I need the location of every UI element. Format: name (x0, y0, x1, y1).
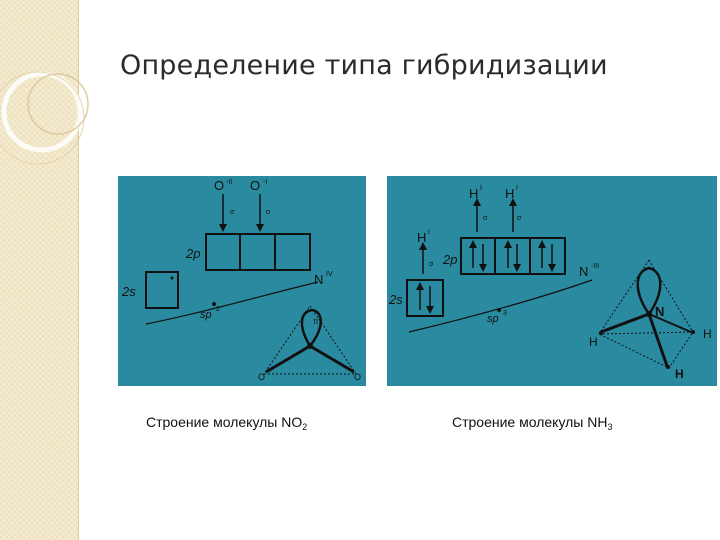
hybrid-power: 2 (216, 306, 220, 313)
decorative-rings (0, 71, 89, 165)
no2-orbital-diagram: O -II O -I σ σ 2p 2s N IV sp 2 π O O (118, 176, 366, 386)
lone-pair-label: π (313, 317, 319, 326)
atom-n-charge: IV (326, 271, 333, 278)
atom-n-label: N (314, 272, 323, 287)
orbital-2s-box (406, 279, 444, 317)
hybrid-label: sp (200, 309, 212, 321)
orbital-2p-label: 2p (442, 252, 457, 267)
h-label-3: H (417, 230, 426, 245)
o-bottom-right: O (354, 372, 361, 382)
hybrid-power: 3 (503, 310, 507, 317)
o-bottom-left: O (258, 372, 265, 382)
sigma-label-3: σ (429, 261, 434, 268)
o-charge-right: -I (263, 179, 267, 186)
sigma-label-1: σ (483, 215, 488, 222)
sigma-label-2: σ (517, 215, 522, 222)
sigma-label-2: σ (266, 209, 271, 216)
mol-h-left: H (589, 335, 598, 349)
o-label-left: O (214, 178, 224, 193)
orbital-2p-boxes (205, 233, 311, 271)
o-charge-left: -II (226, 179, 232, 186)
h-charge-2: I (516, 185, 518, 192)
h-label-2: H (505, 186, 514, 201)
orbital-2p-label: 2p (185, 246, 200, 261)
no2-caption: Строение молекулы NO2 (146, 414, 307, 432)
orbital-2s-label: 2s (388, 292, 403, 307)
h-label-1: H (469, 186, 478, 201)
mol-h-right: H (703, 327, 712, 341)
page-title: Определение типа гибридизации (120, 50, 608, 81)
nh3-caption-subscript: 3 (607, 422, 613, 432)
nh3-orbital-diagram: H I H I H I σ σ σ 2p 2s N -III sp 3 N H … (387, 176, 717, 386)
atom-n-charge: -III (591, 263, 599, 270)
h-charge-3: I (428, 229, 430, 236)
o-label-right: O (250, 178, 260, 193)
atom-n-label: N (579, 264, 588, 279)
sigma-label-1: σ (230, 209, 235, 216)
hybrid-label: sp (487, 313, 499, 325)
mol-n-label: N (655, 304, 664, 319)
no2-caption-text: Строение молекулы NO (146, 414, 303, 430)
orbital-2s-label: 2s (121, 284, 136, 299)
no2-caption-subscript: 2 (302, 422, 308, 432)
h-charge-1: I (480, 185, 482, 192)
nh3-caption-text: Строение молекулы NH (452, 414, 608, 430)
orbital-2s-box (145, 271, 179, 309)
mol-h-bottom: H (675, 367, 684, 381)
orbital-2p-boxes (460, 237, 566, 275)
nh3-caption: Строение молекулы NH3 (452, 414, 613, 432)
